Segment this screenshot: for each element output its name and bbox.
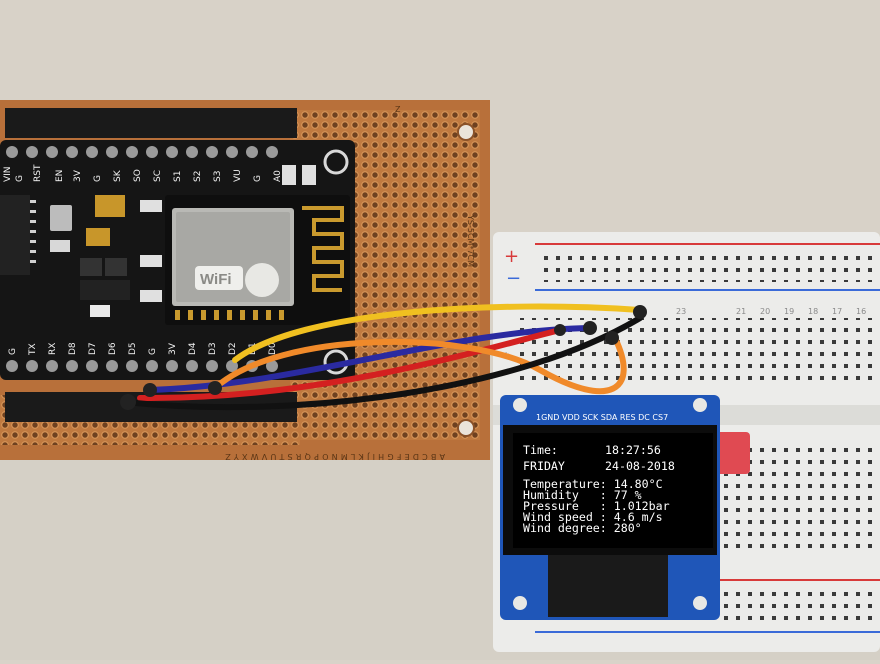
pin-label-d8: D8 (68, 342, 78, 355)
pin-label-3v-2: 3V (168, 342, 178, 355)
bb-col-16: 16 (856, 307, 866, 316)
pin-label-d4: D4 (188, 342, 198, 355)
bb-col-18: 18 (808, 307, 818, 316)
oled-pressure: Pressure : 1.012bar (523, 499, 670, 513)
pin-label-g-3: G (253, 175, 263, 182)
pin-label-so: SO (133, 169, 143, 182)
oled-temperature: Temperature: 14.80°C (523, 477, 663, 491)
pin-label-d7: D7 (88, 342, 98, 355)
plus-icon: + (504, 246, 519, 267)
pin-label-d3: D3 (208, 342, 218, 355)
oled-humidity: Humidity : 77 % (523, 488, 642, 502)
bb-col-20: 20 (760, 307, 770, 316)
oled-wind-speed: Wind speed : 4.6 m/s (523, 510, 663, 524)
wire-black (122, 315, 643, 411)
bb-col-17: 17 (832, 307, 842, 316)
minus-icon: − (506, 268, 521, 289)
pin-label-a0: A0 (273, 170, 283, 182)
pin-label-d0: D0 (268, 342, 278, 355)
esp8266-module: WiFi (165, 195, 350, 325)
oled-date: 24-08-2018 (605, 459, 675, 473)
wire-red (137, 327, 563, 402)
pin-label-3v: 3V (73, 169, 83, 182)
perfboard-corner-mark: Z (395, 105, 401, 114)
pin-label-sk: SK (113, 169, 123, 182)
oled-pin-label: 1GND VDD SCK SDA RES DC CS7 (536, 413, 668, 422)
pin-label-d6: D6 (108, 342, 118, 355)
pin-label-d2: D2 (228, 342, 238, 355)
pin-label-g-4: G (8, 348, 18, 355)
bb-col-21: 21 (736, 307, 746, 316)
perfboard-column-letters: ABCDEFGHIJKLMNOPQRSTUVWXYZ (222, 452, 445, 461)
oled-wind-degree: Wind degree: 280° (523, 521, 642, 535)
pin-label-rx: RX (48, 343, 58, 355)
pin-label-d5: D5 (128, 342, 138, 355)
wire-orange (212, 335, 627, 395)
bb-col-19: 19 (784, 307, 794, 316)
pin-label-sc: SC (153, 170, 163, 182)
wifi-logo: WiFi (200, 271, 232, 288)
perfboard-silk-text: YS-5CM*7CM (466, 214, 475, 267)
pin-label-rst: RST (33, 164, 43, 182)
oled-time-value: 18:27:56 (605, 443, 661, 457)
bb-col-23: 23 (676, 307, 686, 316)
pin-label-s1: S1 (173, 171, 183, 182)
pin-label-s2: S2 (193, 171, 203, 182)
pin-label-g-1: G (15, 175, 25, 182)
pin-label-s3: S3 (213, 171, 223, 182)
oled-time-label: Time: (523, 443, 558, 457)
pin-label-vin: VIN (3, 166, 13, 182)
pin-label-en: EN (55, 170, 65, 182)
wire-yellow (232, 303, 643, 363)
oled-screen: Time: 18:27:56 FRIDAY 24-08-2018 Tempera… (513, 433, 713, 548)
pin-label-vu: VU (233, 169, 243, 182)
pin-label-g-5: G (148, 348, 158, 355)
pin-label-g-2: G (93, 175, 103, 182)
oled-day: FRIDAY (523, 459, 565, 473)
wires (120, 303, 647, 411)
pin-label-tx: TX (28, 343, 38, 356)
